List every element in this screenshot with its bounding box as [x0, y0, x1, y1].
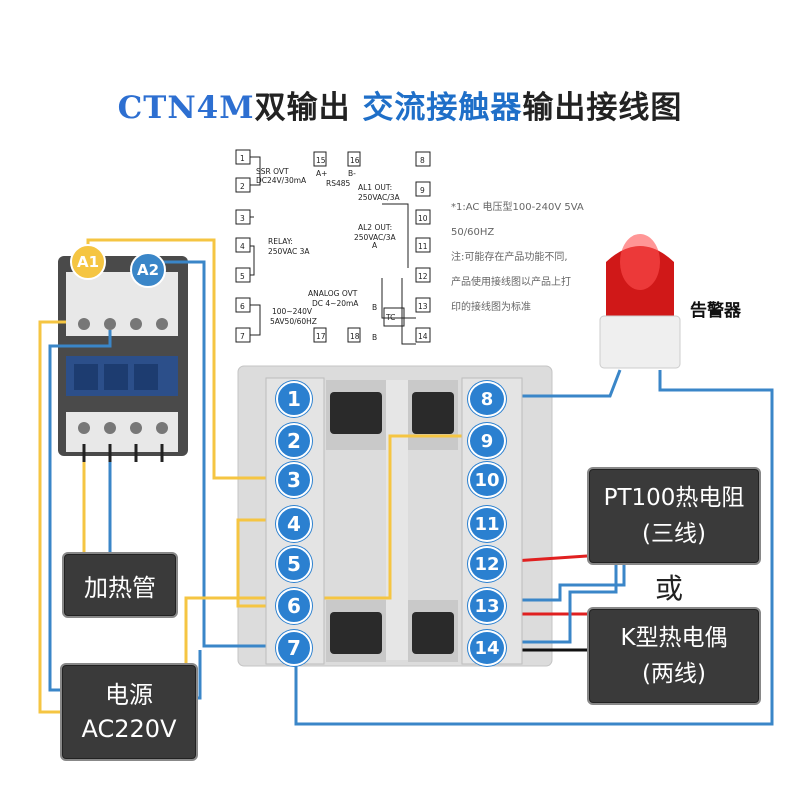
or-text: 或: [655, 572, 684, 605]
schema-pin-3: 3: [240, 214, 245, 223]
schema-supply: 100~240V: [272, 307, 313, 316]
schema-pin-11: 11: [418, 242, 428, 251]
title-part2: 输出接线图: [522, 90, 683, 126]
wire-13-blue-pt: [498, 562, 626, 602]
schema-pin-18: 18: [350, 332, 360, 341]
schema-tc: TC: [385, 313, 395, 322]
schema-rs485: RS485: [326, 179, 351, 188]
pt100-line-1: PT100热电阻: [603, 485, 745, 511]
heater-label: 加热管: [84, 573, 156, 602]
schema-a-plus: A+: [316, 169, 327, 178]
terminal-1[interactable]: 1: [276, 381, 312, 417]
terminal-9[interactable]: 9: [468, 423, 506, 459]
schema-pin-15: 15: [316, 156, 326, 165]
terminal-14[interactable]: 14: [468, 630, 506, 666]
wire-6-to-9: [302, 434, 474, 600]
wire-14-blue-pt: [498, 562, 618, 644]
schema-pin-10: 10: [418, 214, 428, 223]
terminal-13[interactable]: 13: [468, 588, 506, 624]
schema-b1: B: [372, 303, 377, 312]
wire-a1-to-3: [86, 238, 280, 480]
alarm-lamp: [599, 234, 681, 369]
schema-supply-rating: 5AV50/60HZ: [270, 317, 317, 326]
ac-contactor: [58, 256, 188, 462]
schema-pin-5: 5: [240, 272, 245, 281]
ktype-line-2: (两线): [642, 661, 706, 687]
power-line-2: AC220V: [81, 715, 177, 743]
terminal-3[interactable]: 3: [276, 462, 312, 498]
note-block: *1:AC 电压型100-240V 5VA 50/60HZ 注:可能存在产品功能…: [451, 195, 601, 320]
wire-power-yellow: [38, 320, 66, 714]
schema-analog-rating: DC 4~20mA: [312, 299, 359, 308]
schema-pin-7: 7: [240, 332, 245, 341]
schema-b-minus: B-: [348, 169, 356, 178]
terminal-12[interactable]: 12: [468, 546, 506, 582]
contactor-a2-pin: A2: [130, 252, 166, 288]
schema-pin-4: 4: [240, 242, 245, 251]
terminal-2[interactable]: 2: [276, 423, 312, 459]
terminal-10[interactable]: 10: [468, 462, 506, 498]
wire-power-blue: [48, 330, 112, 692]
wire-8-to-alarm: [498, 369, 622, 398]
note-line-4: 产品使用接线图以产品上打: [451, 277, 571, 288]
schema-relay: RELAY:: [268, 237, 293, 246]
schema-al2: AL2 OUT:: [358, 223, 392, 232]
note-line-2: 50/60HZ: [451, 227, 495, 238]
schema-pin-12: 12: [418, 272, 428, 281]
wire-4-to-6: [236, 518, 280, 608]
terminal-5[interactable]: 5: [276, 546, 312, 582]
schema-al1-rating: 250VAC/3A: [358, 193, 401, 202]
schema-pin-17: 17: [316, 332, 326, 341]
schema-pin-16: 16: [350, 156, 360, 165]
note-line-3: 注:可能存在产品功能不同,: [451, 252, 568, 263]
power-box: 电源 AC220V: [60, 663, 198, 761]
ktype-line-1: K型热电偶: [620, 625, 728, 651]
title-part1: 双输出: [254, 90, 363, 126]
power-line-1: 电源: [105, 681, 153, 709]
page-title: CTN4M双输出 交流接触器输出接线图: [0, 82, 800, 127]
schema-analog: ANALOG OVT: [308, 289, 358, 298]
schema-ssr-rating: DC24V/30mA: [256, 176, 307, 185]
schema-pin-1: 1: [240, 154, 245, 163]
alarm-label: 告警器: [690, 301, 741, 321]
schema-relay-rating: 250VAC 3A: [268, 247, 310, 256]
terminal-11[interactable]: 11: [468, 506, 506, 542]
pt100-line-2: (三线): [642, 521, 706, 547]
terminal-6[interactable]: 6: [276, 588, 312, 624]
schema-pin-14: 14: [418, 332, 428, 341]
ktype-box: K型热电偶 (两线): [587, 607, 761, 705]
schema-b2: B: [372, 333, 377, 342]
pt100-box: PT100热电阻 (三线): [587, 467, 761, 565]
controller-schematic: 1 2 3 4 5 6 7 15 16 8 9 10 11 12 13 14 1…: [235, 149, 431, 345]
note-line-5: 印的接线图为标准: [451, 302, 531, 313]
terminal-7[interactable]: 7: [276, 630, 312, 666]
title-brand: CTN4M: [117, 90, 255, 126]
schema-a: A: [372, 241, 378, 250]
terminal-4[interactable]: 4: [276, 506, 312, 542]
terminal-8[interactable]: 8: [468, 381, 506, 417]
schema-al1: AL1 OUT:: [358, 183, 392, 192]
note-line-1: *1:AC 电压型100-240V 5VA: [451, 202, 584, 213]
title-accent: 交流接触器: [362, 90, 523, 126]
wire-a2-to-7: [148, 260, 280, 648]
schema-pin-2: 2: [240, 182, 245, 191]
schema-al2-rating: 250VAC/3A: [354, 233, 397, 242]
wire-7-to-alarm: [294, 370, 774, 726]
schema-pin-13: 13: [418, 302, 428, 311]
schema-pin-9: 9: [420, 186, 425, 195]
contactor-a1-pin: A1: [70, 244, 106, 280]
schema-pin-8: 8: [420, 156, 425, 165]
heater-box: 加热管: [62, 552, 178, 618]
schema-ssr: SSR OVT: [256, 167, 289, 176]
schema-pin-6: 6: [240, 302, 245, 311]
